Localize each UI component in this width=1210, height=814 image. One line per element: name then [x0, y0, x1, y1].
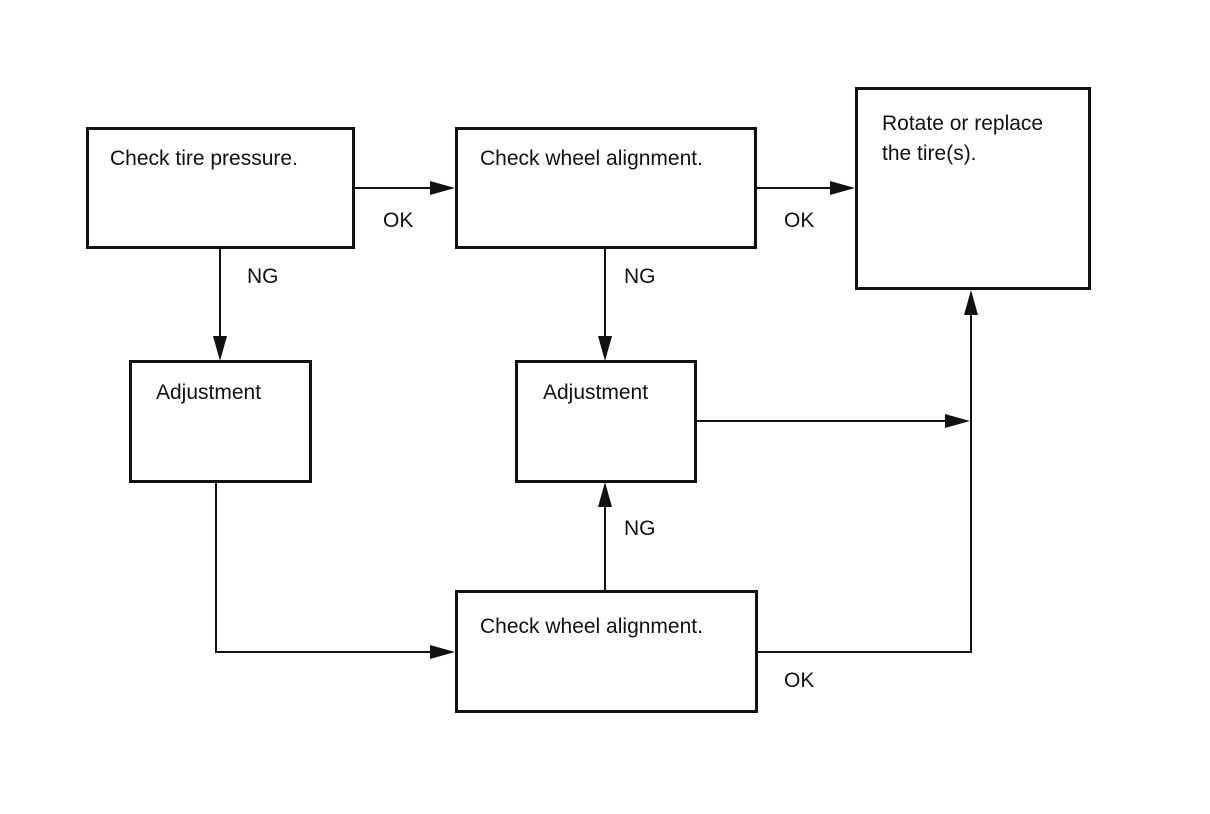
check-tire-pressure-box: Check tire pressure. [86, 127, 355, 249]
edge-label-bottom-alignment-to-rotate: OK [784, 669, 815, 692]
arrowhead-tire-to-adjustment [213, 336, 227, 361]
adjustment-middle-box: Adjustment [515, 360, 697, 483]
rotate-or-replace-line-1: Rotate or replace [882, 112, 1044, 135]
check-wheel-alignment-top-box: Check wheel alignment. [455, 127, 757, 249]
check-wheel-alignment-bottom-label: Check wheel alignment. [480, 615, 703, 638]
adjustment-left-box: Adjustment [129, 360, 312, 483]
rotate-or-replace-tires-box: Rotate or replace the tire(s). [855, 87, 1091, 290]
edge-label-tire-to-adjustment: NG [247, 265, 279, 288]
connector-left-adjustment-to-bottom-alignment [215, 482, 430, 653]
connector-bottom-alignment-to-rotate [757, 315, 972, 653]
arrowhead-tire-to-alignment [430, 181, 455, 195]
adjustment-left-label: Adjustment [156, 381, 262, 404]
arrowhead-adjustment-to-rotate [945, 414, 970, 428]
check-wheel-alignment-bottom-box: Check wheel alignment. [455, 590, 758, 713]
edge-label-tire-to-alignment: OK [383, 209, 414, 232]
rotate-or-replace-line-2: the tire(s). [882, 142, 977, 165]
arrowhead-alignment-to-rotate [830, 181, 855, 195]
arrowhead-alignment-to-adjustment [598, 336, 612, 361]
arrowhead-bottom-alignment-to-rotate [964, 290, 978, 315]
adjustment-middle-label: Adjustment [543, 381, 649, 404]
arrowhead-left-adjustment-to-bottom-alignment [430, 645, 455, 659]
check-wheel-alignment-top-label: Check wheel alignment. [480, 147, 703, 170]
arrowhead-bottom-alignment-to-adjustment [598, 482, 612, 507]
edge-label-bottom-alignment-to-adjustment: NG [624, 517, 656, 540]
check-tire-pressure-label: Check tire pressure. [110, 147, 298, 170]
edge-label-alignment-to-rotate: OK [784, 209, 815, 232]
edge-label-alignment-to-adjustment: NG [624, 265, 656, 288]
